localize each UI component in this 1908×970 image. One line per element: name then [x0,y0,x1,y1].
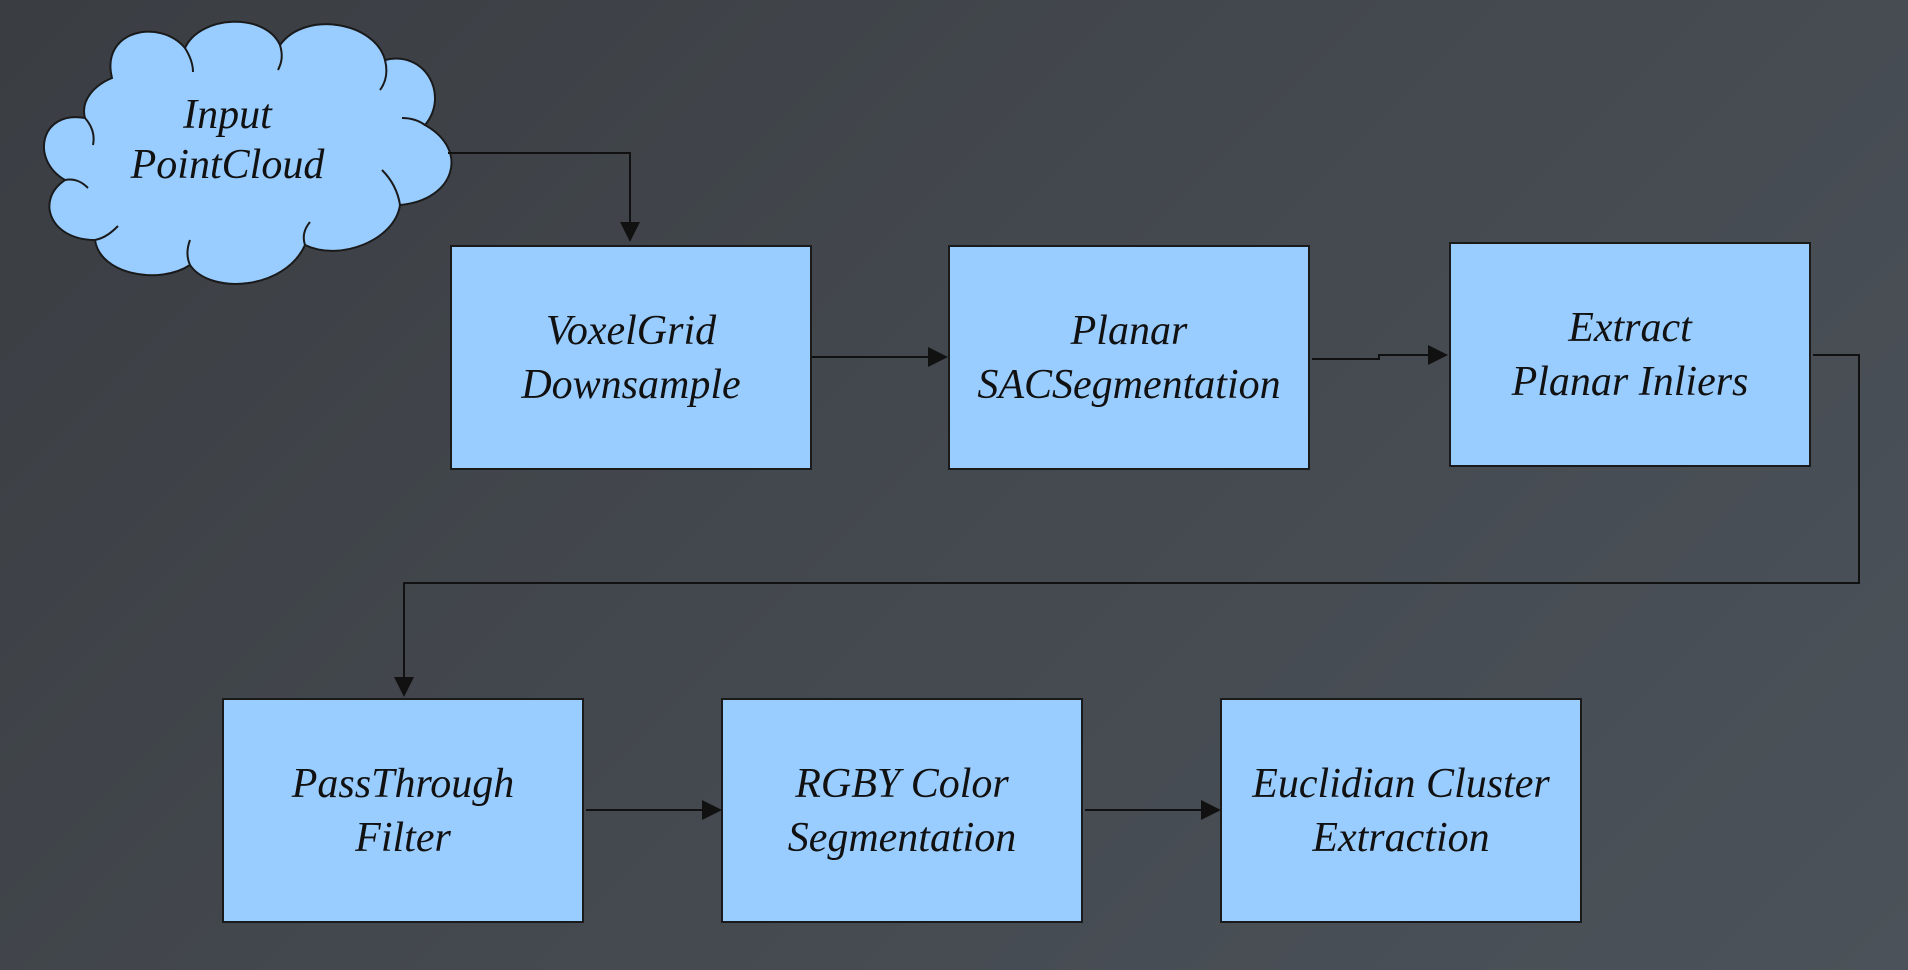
euclidian-cluster-extraction-box: Euclidian Cluster Extraction [1220,698,1582,923]
planar-sacsegmentation-box: Planar SACSegmentation [948,245,1310,470]
input-label-line-2: PointCloud [130,142,325,188]
rgby-label-line-2: Segmentation [787,814,1017,861]
extract-planar-inliers-box: Extract Planar Inliers [1449,242,1811,467]
extract-label-line-2: Planar Inliers [1511,358,1749,405]
passthrough-filter-box: PassThrough Filter [222,698,584,923]
voxelgrid-downsample-box: VoxelGrid Downsample [450,245,812,470]
input-label-line-1: Input [183,92,272,138]
passthrough-label-line-1: PassThrough [291,760,515,807]
euclidian-label-line-1: Euclidian Cluster [1252,760,1550,807]
voxelgrid-label-line-2: Downsample [521,361,741,408]
input-pointcloud-label: Input PointCloud [70,90,385,190]
connector-extract-to-passthrough [394,354,1860,697]
sac-label-line-2: SACSegmentation [977,361,1281,408]
voxelgrid-label-line-1: VoxelGrid [545,307,717,354]
rgby-color-segmentation-box: RGBY Color Segmentation [721,698,1083,923]
connector-input-to-voxelgrid [448,152,640,242]
passthrough-label-line-2: Filter [355,814,451,861]
sac-label-line-1: Planar [1070,307,1188,354]
extract-label-line-1: Extract [1568,304,1692,351]
rgby-label-line-1: RGBY Color [795,760,1009,807]
euclidian-label-line-2: Extraction [1312,814,1490,861]
input-cloud-shape [42,20,453,285]
connector-sac-to-extract [1312,345,1448,365]
